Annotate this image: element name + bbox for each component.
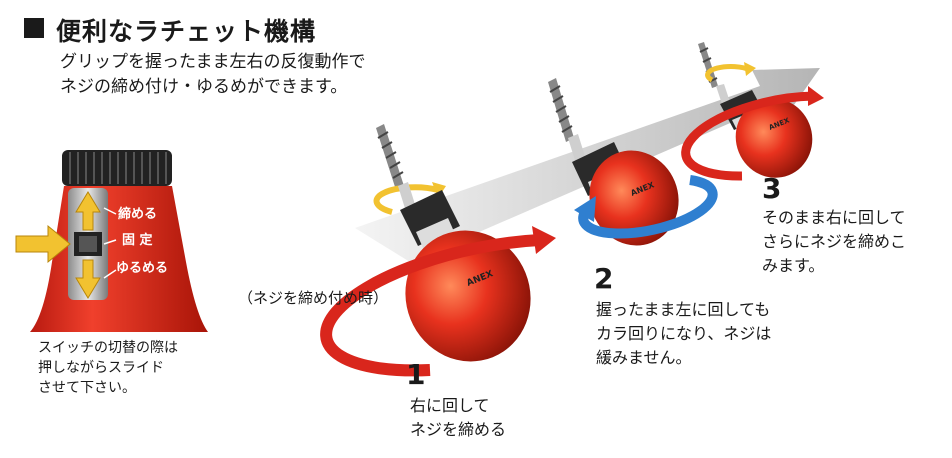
switch-label-loosen: ゆるめる <box>116 261 168 276</box>
intro-text: グリップを握ったまま左右の反復動作で ネジの締め付け・ゆるめができます。 <box>60 50 366 100</box>
screwdriver-step-3: ANEX <box>681 42 824 181</box>
step-1-line-2: ネジを締める <box>410 420 507 439</box>
step-1-line-1: 右に回して <box>410 396 490 415</box>
step-3-line-1: そのまま右に回して <box>762 208 906 227</box>
page-title: 便利なラチェット機構 <box>56 17 317 46</box>
screw-icon <box>548 78 574 142</box>
screw-icon <box>376 124 404 190</box>
tightening-note: （ネジを締め付め時） <box>238 289 389 307</box>
step-2-line-1: 握ったまま左に回しても <box>596 300 771 319</box>
screwdriver-step-1: ANEX <box>320 124 556 377</box>
step-2-line-2: カラ回りになり、ネジは <box>596 324 772 343</box>
step-1-caption: 右に回して ネジを締める <box>410 394 506 442</box>
switch-caption-line-1: スイッチの切替の際は <box>38 340 178 356</box>
switch-label-tighten: 締める <box>118 206 157 222</box>
switch-caption: スイッチの切替の際は 押しながらスライド させて下さい。 <box>38 338 178 398</box>
intro-line-2: ネジの締め付け・ゆるめができます。 <box>60 77 348 97</box>
intro-line-1: グリップを握ったまま左右の反復動作で <box>60 52 366 72</box>
step-3-line-2: さらにネジを締めこ <box>762 232 907 251</box>
switch-caption-line-2: 押しながらスライド <box>38 360 164 376</box>
screwdriver-step-2: ANEX <box>548 78 718 246</box>
step-2-line-3: 緩みません。 <box>596 348 692 367</box>
step-1-number: 1 <box>406 358 426 391</box>
switch-label-fixed: 固 定 <box>122 232 153 248</box>
switch-caption-line-3: させて下さい。 <box>38 380 136 396</box>
step-3-number: 3 <box>762 172 782 205</box>
screw-icon <box>698 42 718 88</box>
switch-diagram <box>15 150 208 332</box>
step-3-line-3: みます。 <box>762 256 825 275</box>
step-2-number: 2 <box>594 262 614 295</box>
title-square-icon <box>24 18 44 38</box>
step-2-caption: 握ったまま左に回しても カラ回りになり、ネジは 緩みません。 <box>596 298 771 370</box>
step-3-caption: そのまま右に回して さらにネジを締めこ みます。 <box>762 206 906 278</box>
